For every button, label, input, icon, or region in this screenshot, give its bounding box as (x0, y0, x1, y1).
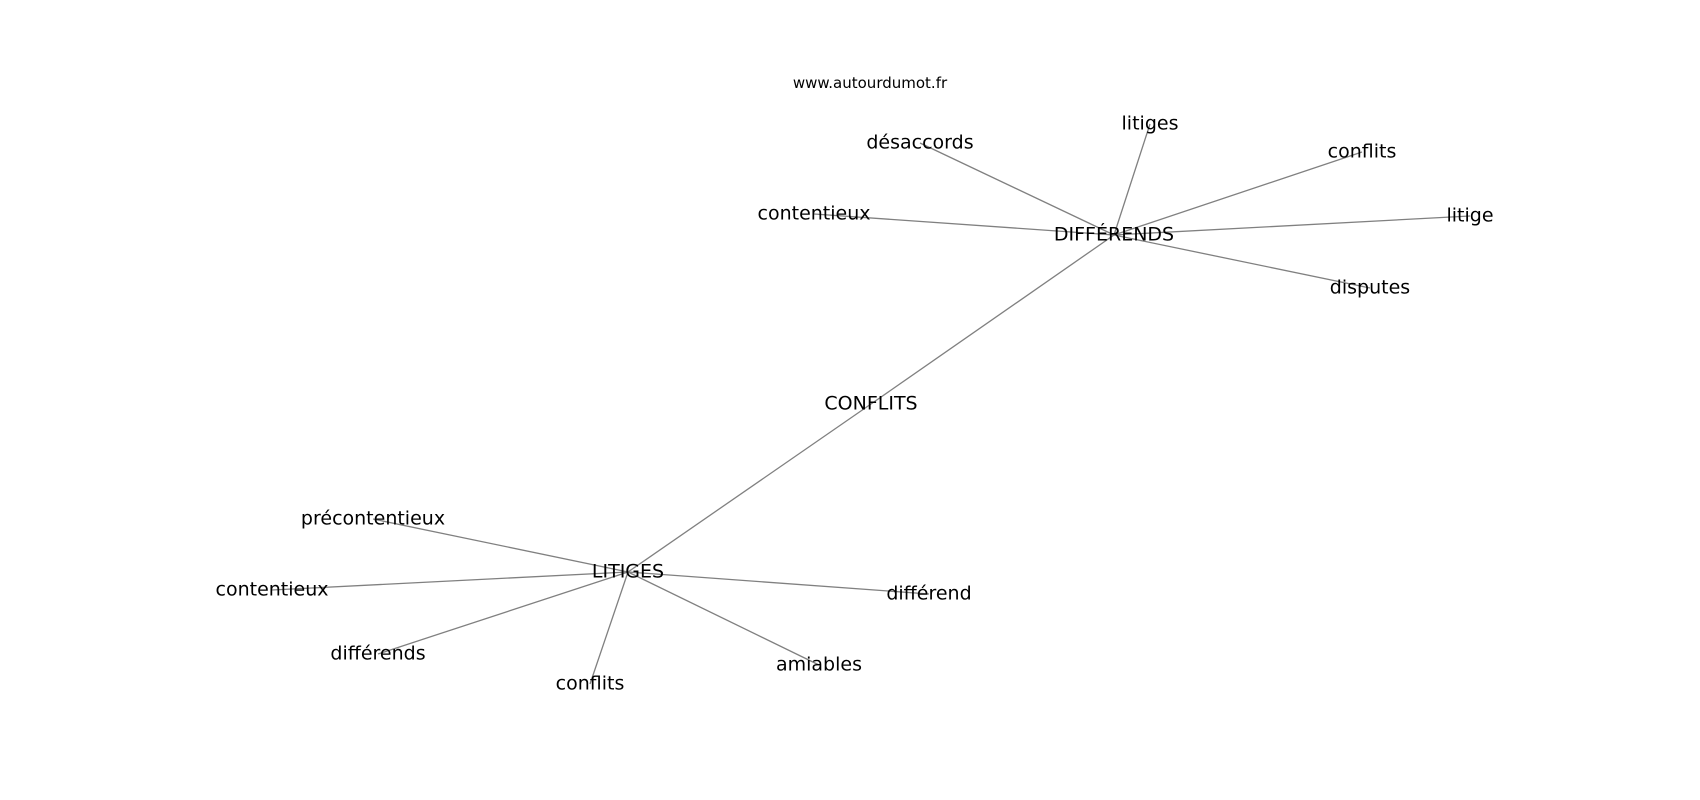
node-label-conflits-center: CONFLITS (824, 393, 917, 415)
edge-hub2-l3 (627, 571, 930, 595)
graph-edges (271, 123, 1471, 685)
source-watermark: www.autourdumot.fr (793, 74, 948, 92)
node-label-amiables: amiables (776, 654, 862, 676)
node-label-differends-hub: DIFFÉRENDS (1054, 223, 1174, 246)
node-label-conflits-2: conflits (556, 673, 625, 695)
node-label-litiges: litiges (1122, 113, 1179, 135)
node-label-precontentieux: précontentieux (301, 508, 445, 530)
node-label-desaccords: désaccords (866, 132, 973, 154)
node-label-differend: différend (886, 583, 971, 605)
node-label-litige: litige (1446, 205, 1493, 227)
edge-hub1-d4 (813, 213, 1115, 236)
edge-hub1-d5 (1113, 215, 1471, 236)
edge-hub2-l6 (627, 571, 820, 666)
edge-hub1-d1 (919, 142, 1115, 236)
node-label-contentieux-1: contentieux (758, 203, 871, 225)
node-label-differends: différends (330, 643, 425, 665)
node-label-disputes: disputes (1330, 277, 1410, 299)
edge-hub1-d3 (1113, 151, 1363, 236)
edge-center-hub1 (870, 234, 1115, 405)
node-label-litiges-hub: LITIGES (592, 561, 664, 583)
node-label-conflits-1: conflits (1328, 141, 1397, 163)
edge-hub1-d6 (1113, 234, 1371, 289)
edge-center-hub2 (627, 403, 872, 573)
graph-nodes: CONFLITS DIFFÉRENDS LITIGES désaccords litig… (216, 113, 1494, 695)
edge-hub2-l5 (589, 571, 629, 685)
edge-hub2-l4 (377, 571, 629, 655)
node-label-contentieux-2: contentieux (216, 579, 329, 601)
edge-hub1-d2 (1113, 123, 1151, 236)
edge-hub2-l2 (271, 571, 629, 591)
edge-hub2-l1 (372, 518, 629, 573)
